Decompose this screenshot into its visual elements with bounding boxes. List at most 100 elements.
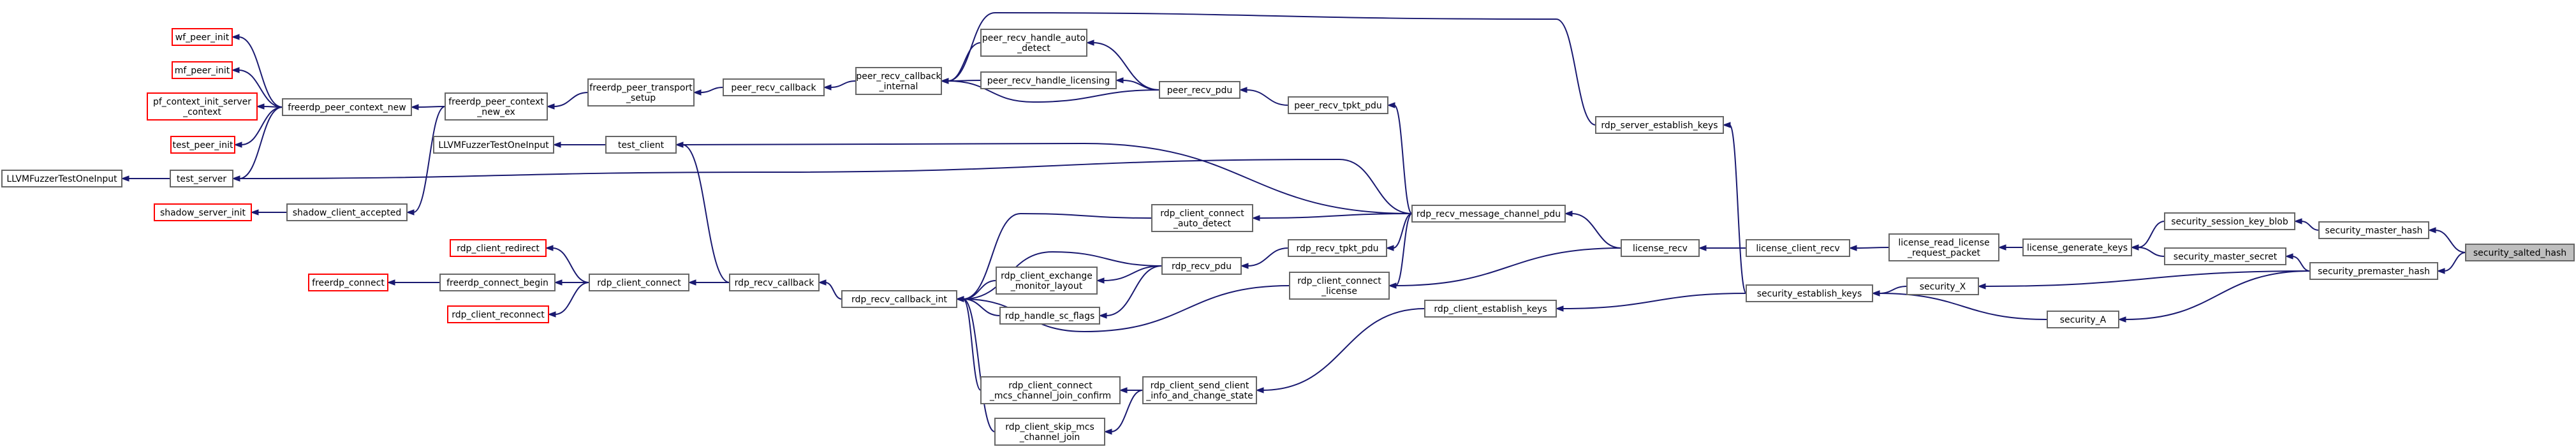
- node-freerdp-peer-context-new[interactable]: freerdp_peer_context_new: [282, 98, 412, 116]
- node-freerdp-peer-transport-setup[interactable]: freerdp_peer_transport_setup: [587, 78, 695, 106]
- edge-peer-recv-callback-to-freerdp-peer-transport-setup: [700, 87, 724, 93]
- edge-security-premaster-hash-to-security-A: [2124, 270, 2311, 320]
- node-security-premaster-hash[interactable]: security_premaster_hash: [2309, 262, 2438, 280]
- node-label: security_salted_hash: [2473, 248, 2566, 258]
- node-box: [980, 71, 1117, 89]
- node-rdp-recv-tpkt-pdu[interactable]: rdp_recv_tpkt_pdu: [1288, 239, 1387, 257]
- node-security-A[interactable]: security_A: [2047, 311, 2119, 328]
- node-box: [589, 274, 689, 291]
- node-license-generate-keys[interactable]: license_generate_keys: [2022, 238, 2132, 256]
- node-label: _detect: [1017, 43, 1050, 54]
- edge-arrowhead: [1998, 244, 2006, 251]
- node-rdp-recv-message-channel-pdu[interactable]: rdp_recv_message_channel_pdu: [1411, 205, 1566, 223]
- edge-arrowhead: [2293, 218, 2302, 224]
- node-label: _info_and_change_state: [1145, 391, 1253, 401]
- node-freerdp-peer-context-new-ex[interactable]: freerdp_peer_context_new_ex: [445, 92, 548, 121]
- node-peer-recv-pdu[interactable]: peer_recv_pdu: [1159, 81, 1240, 99]
- node-rdp-client-establish-keys[interactable]: rdp_client_establish_keys: [1424, 300, 1557, 318]
- node-label: peer_recv_callback: [856, 71, 941, 82]
- node-label: peer_recv_callback: [731, 83, 816, 93]
- node-box: [2047, 311, 2119, 328]
- node-LLVMFuzzerTestOneInput-a[interactable]: LLVMFuzzerTestOneInput: [1, 170, 122, 187]
- node-rdp-client-connect-auto-detect[interactable]: rdp_client_connect_auto_detect: [1151, 204, 1253, 232]
- edge-arrowhead: [940, 78, 949, 84]
- node-shadow-server-init[interactable]: shadow_server_init: [154, 203, 252, 221]
- node-rdp-recv-callback[interactable]: rdp_recv_callback: [729, 274, 820, 291]
- node-rdp-client-send-client-info-and-change-state[interactable]: rdp_client_send_client_info_and_change_s…: [1142, 376, 1257, 404]
- node-shadow-client-accepted[interactable]: shadow_client_accepted: [286, 203, 408, 221]
- node-license-read-license-request-packet[interactable]: license_read_license_request_packet: [1888, 233, 1999, 261]
- node-peer-recv-handle-auto-detect[interactable]: peer_recv_handle_auto_detect: [980, 29, 1087, 57]
- node-test-client[interactable]: test_client: [605, 136, 677, 154]
- node-label: peer_recv_tpkt_pdu: [1294, 101, 1382, 111]
- edge-arrowhead: [256, 103, 265, 110]
- node-test-peer-init[interactable]: test_peer_init: [170, 136, 235, 154]
- node-label: rdp_recv_tpkt_pdu: [1297, 244, 1379, 254]
- edge-security-premaster-hash-to-security-master-secret: [2292, 256, 2311, 272]
- edge-rdp-recv-message-channel-pdu-to-rdp-client-connect-license: [1395, 213, 1413, 286]
- node-security-master-secret[interactable]: security_master_secret: [2164, 247, 2286, 265]
- node-rdp-client-connect-mcs-channel-join-confirm[interactable]: rdp_client_connect_mcs_channel_join_conf…: [980, 376, 1121, 404]
- node-rdp-client-connect[interactable]: rdp_client_connect: [589, 274, 689, 291]
- node-label: _request_packet: [1907, 248, 1981, 258]
- edge-arrowhead: [410, 104, 419, 110]
- node-box: [445, 92, 548, 121]
- node-label: shadow_server_init: [160, 208, 246, 218]
- node-LLVMFuzzerTestOneInput-b[interactable]: LLVMFuzzerTestOneInput: [433, 136, 554, 154]
- node-license-client-recv[interactable]: license_client_recv: [1746, 239, 1850, 257]
- node-label: license_generate_keys: [2027, 243, 2128, 253]
- edge-rdp-recv-message-channel-pdu-to-test-client: [682, 142, 1413, 214]
- node-label: rdp_client_connect: [1297, 276, 1381, 286]
- node-box: [439, 274, 556, 291]
- node-box: [172, 28, 233, 46]
- node-box: [2164, 212, 2295, 230]
- node-pf-context-init-server-context[interactable]: pf_context_init_server_context: [147, 92, 258, 121]
- edge-arrowhead: [545, 245, 554, 251]
- node-license-recv[interactable]: license_recv: [1621, 239, 1700, 257]
- node-security-master-hash[interactable]: security_master_hash: [2318, 221, 2429, 239]
- node-label: freerdp_peer_context_new: [288, 103, 406, 113]
- node-rdp-client-reconnect[interactable]: rdp_client_reconnect: [447, 305, 549, 323]
- node-security-establish-keys[interactable]: security_establish_keys: [1746, 284, 1873, 302]
- node-rdp-client-skip-mcs-channel-join[interactable]: rdp_client_skip_mcs_channel_join: [994, 418, 1105, 446]
- edge-arrowhead: [121, 175, 129, 182]
- edge-rdp-recv-tpkt-pdu-to-rdp-recv-pdu: [1247, 247, 1289, 267]
- node-rdp-server-establish-keys[interactable]: rdp_server_establish_keys: [1595, 116, 1724, 134]
- node-label: security_establish_keys: [1757, 289, 1862, 299]
- node-security-salted-hash[interactable]: security_salted_hash: [2465, 244, 2575, 261]
- node-box: [999, 307, 1100, 325]
- node-freerdp-connect[interactable]: freerdp_connect: [308, 274, 388, 291]
- node-peer-recv-callback-internal[interactable]: peer_recv_callback_internal: [855, 67, 942, 95]
- node-security-X[interactable]: security_X: [1906, 277, 1979, 295]
- edge-arrowhead: [1240, 263, 1249, 269]
- node-label: license_read_license: [1898, 238, 1989, 248]
- node-box: [2022, 238, 2132, 256]
- node-peer-recv-tpkt-pdu[interactable]: peer_recv_tpkt_pdu: [1288, 96, 1388, 114]
- node-label: _license: [1321, 286, 1357, 297]
- node-rdp-client-redirect[interactable]: rdp_client_redirect: [450, 239, 547, 257]
- node-rdp-handle-sc-flags[interactable]: rdp_handle_sc_flags: [999, 307, 1100, 325]
- node-rdp-recv-pdu[interactable]: rdp_recv_pdu: [1161, 257, 1242, 275]
- node-box: [980, 29, 1087, 57]
- edge-security-master-secret-to-license-generate-keys: [2137, 247, 2165, 257]
- edge-arrowhead: [1385, 245, 1394, 251]
- node-mf-peer-init[interactable]: mf_peer_init: [172, 61, 233, 79]
- node-test-server[interactable]: test_server: [170, 170, 233, 187]
- node-wf-peer-init[interactable]: wf_peer_init: [172, 28, 233, 46]
- edge-rdp-client-send-client-info-and-change-state-to-rdp-client-skip-mcs-channel-join: [1110, 390, 1144, 432]
- node-security-session-key-blob[interactable]: security_session_key_blob: [2164, 212, 2295, 230]
- node-label: rdp_client_establish_keys: [1434, 304, 1547, 314]
- node-rdp-recv-callback-int[interactable]: rdp_recv_callback_int: [841, 290, 957, 308]
- edge-peer-recv-handle-auto-detect-to-peer-recv-callback-internal: [947, 42, 982, 82]
- node-label: _mcs_channel_join_confirm: [989, 391, 1111, 401]
- node-freerdp-connect-begin[interactable]: freerdp_connect_begin: [439, 274, 556, 291]
- node-peer-recv-callback[interactable]: peer_recv_callback: [723, 78, 825, 96]
- edge-arrowhead: [1086, 40, 1094, 46]
- node-box: [170, 136, 235, 154]
- edge-security-salted-hash-to-security-premaster-hash: [2443, 252, 2466, 272]
- node-peer-recv-handle-licensing[interactable]: peer_recv_handle_licensing: [980, 71, 1117, 89]
- node-label: shadow_client_accepted: [293, 208, 402, 218]
- node-rdp-client-connect-license[interactable]: rdp_client_connect_license: [1289, 272, 1390, 300]
- node-rdp-client-exchange-monitor-layout[interactable]: rdp_client_exchange_monitor_layout: [996, 267, 1098, 295]
